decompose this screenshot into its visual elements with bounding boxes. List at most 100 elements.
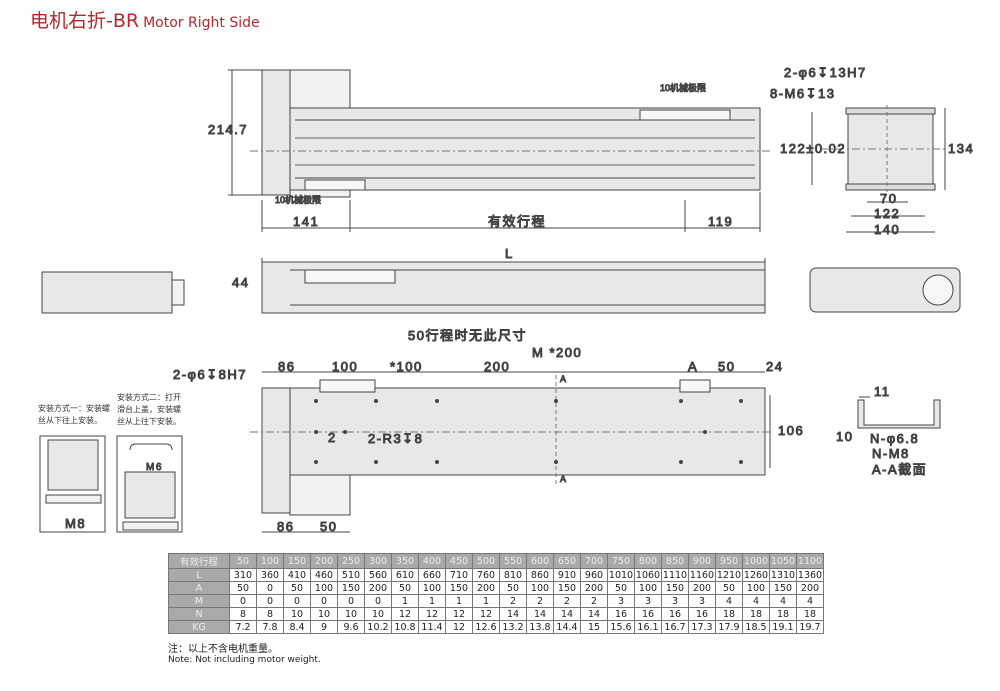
table-cell: 200 bbox=[580, 581, 608, 595]
table-cell: 1210 bbox=[715, 568, 743, 582]
top-view: 214.7 10机械极限 10机械极限 141 有效行程 119 bbox=[208, 69, 770, 232]
table-cell: 860 bbox=[526, 568, 554, 582]
table-cell: 2 bbox=[553, 594, 581, 608]
note-50-stroke: 50行程时无此尺寸 bbox=[408, 328, 527, 343]
table-cell: 16.1 bbox=[634, 620, 662, 634]
table-cell: 150 bbox=[661, 581, 689, 595]
table-cell: 200 bbox=[688, 581, 716, 595]
table-cell: 100 bbox=[742, 581, 770, 595]
table-cell: 10 bbox=[364, 607, 392, 621]
table-cell: 810 bbox=[499, 568, 527, 582]
table-header-cell: 450 bbox=[445, 553, 473, 569]
table-cell: 100 bbox=[418, 581, 446, 595]
table-cell: 50 bbox=[715, 581, 743, 595]
table-cell: 1 bbox=[418, 594, 446, 608]
row-label: A bbox=[168, 581, 230, 595]
table-header-cell: 950 bbox=[715, 553, 743, 569]
table-cell: 12 bbox=[418, 607, 446, 621]
table-header-cell: 750 bbox=[607, 553, 635, 569]
table-header-cell: 650 bbox=[553, 553, 581, 569]
table-cell: 100 bbox=[526, 581, 554, 595]
table-cell: 14 bbox=[580, 607, 608, 621]
table-header-cell: 有效行程 bbox=[168, 553, 230, 569]
note-en: Note: Not including motor weight. bbox=[168, 655, 321, 665]
table-header-cell: 700 bbox=[580, 553, 608, 569]
table-cell: 10.8 bbox=[391, 620, 419, 634]
table-cell: 0 bbox=[337, 594, 365, 608]
table-cell: 1160 bbox=[688, 568, 716, 582]
table-cell: 12 bbox=[445, 607, 473, 621]
table-cell: 3 bbox=[688, 594, 716, 608]
dim-A: A bbox=[688, 359, 698, 374]
table-cell: 50 bbox=[607, 581, 635, 595]
dim-141: 141 bbox=[293, 214, 319, 229]
table-cell: 0 bbox=[229, 594, 257, 608]
section-aa: 11 10 N-φ6.8 N-M8 A-A截面 bbox=[836, 384, 941, 478]
dim-2: 2 bbox=[328, 430, 337, 445]
dim-24: 24 bbox=[766, 359, 783, 374]
table-cell: 16 bbox=[688, 607, 716, 621]
table-cell: 1 bbox=[391, 594, 419, 608]
table-header-cell: 100 bbox=[256, 553, 284, 569]
end-view: 2-φ6↧13H7 8-M6↧13 122±0.02 134 70 122 14… bbox=[770, 65, 974, 238]
table-cell: 13.8 bbox=[526, 620, 554, 634]
row-label: N bbox=[168, 607, 230, 621]
table-cell: 18 bbox=[742, 607, 770, 621]
table-cell: 150 bbox=[337, 581, 365, 595]
dim-50-top: 50 bbox=[718, 359, 735, 374]
table-cell: 12 bbox=[445, 620, 473, 634]
table-cell: 15 bbox=[580, 620, 608, 634]
table-cell: 1310 bbox=[769, 568, 797, 582]
table-cell: 460 bbox=[310, 568, 338, 582]
table-header-cell: 1100 bbox=[796, 553, 824, 569]
table-header-cell: 50 bbox=[229, 553, 257, 569]
table-cell: 1060 bbox=[634, 568, 662, 582]
dim-70: 70 bbox=[880, 191, 897, 206]
table-cell: 1010 bbox=[607, 568, 635, 582]
table-cell: 8 bbox=[229, 607, 257, 621]
table-cell: 100 bbox=[634, 581, 662, 595]
title-cn: 电机右折-BR bbox=[30, 10, 140, 32]
table-cell: 310 bbox=[229, 568, 257, 582]
label-limit-top: 10机械极限 bbox=[660, 82, 706, 93]
table-cell: 960 bbox=[580, 568, 608, 582]
table-header-cell: 900 bbox=[688, 553, 716, 569]
mounting-method-2: 安装方式二：打开滑台上盖，安装螺丝从上往下安装。 bbox=[117, 393, 181, 426]
table-cell: 1110 bbox=[661, 568, 689, 582]
dim-100: 100 bbox=[332, 359, 358, 374]
table-cell: 4 bbox=[796, 594, 824, 608]
table-cell: 1260 bbox=[742, 568, 770, 582]
table-header-cell: 350 bbox=[391, 553, 419, 569]
table-cell: 360 bbox=[256, 568, 284, 582]
dim-134: 134 bbox=[948, 141, 974, 156]
table-header-cell: 150 bbox=[283, 553, 311, 569]
table-cell: 50 bbox=[229, 581, 257, 595]
table-cell: 0 bbox=[364, 594, 392, 608]
table-cell: 19.1 bbox=[769, 620, 797, 634]
table-cell: 16.7 bbox=[661, 620, 689, 634]
table-cell: 150 bbox=[553, 581, 581, 595]
dim-122: 122 bbox=[874, 206, 900, 221]
table-cell: 14 bbox=[553, 607, 581, 621]
dim-M: M *200 bbox=[532, 345, 582, 360]
dim-50-bottom: 50 bbox=[320, 519, 337, 534]
table-cell: 1 bbox=[445, 594, 473, 608]
table-cell: 18 bbox=[796, 607, 824, 621]
table-cell: 3 bbox=[607, 594, 635, 608]
table-header-cell: 500 bbox=[472, 553, 500, 569]
table-cell: 200 bbox=[796, 581, 824, 595]
table-cell: 150 bbox=[769, 581, 797, 595]
table-cell: 2 bbox=[499, 594, 527, 608]
table-cell: 0 bbox=[310, 594, 338, 608]
table-cell: 660 bbox=[418, 568, 446, 582]
table-cell: 16 bbox=[661, 607, 689, 621]
table-header-cell: 1000 bbox=[742, 553, 770, 569]
table-cell: 0 bbox=[283, 594, 311, 608]
dim-86-top: 86 bbox=[278, 359, 295, 374]
table-header-cell: 300 bbox=[364, 553, 392, 569]
